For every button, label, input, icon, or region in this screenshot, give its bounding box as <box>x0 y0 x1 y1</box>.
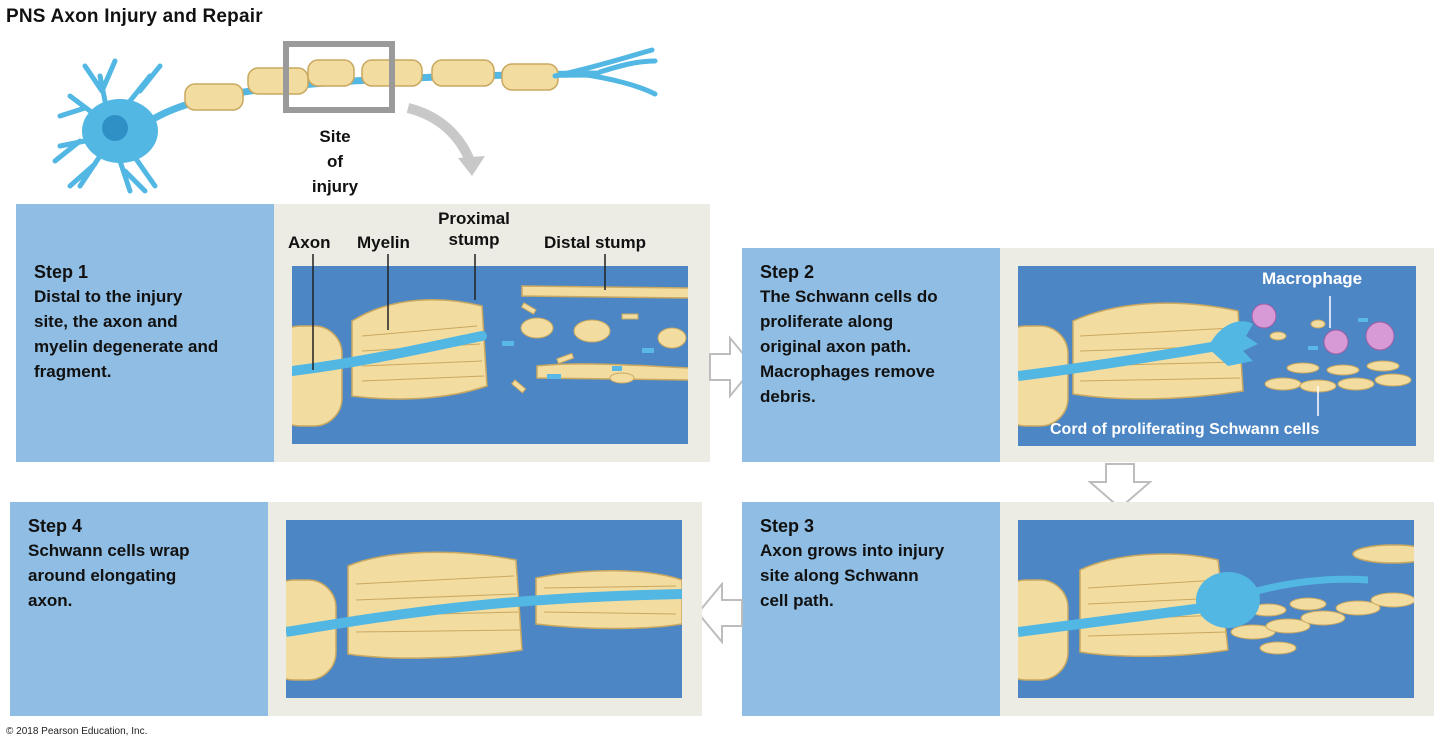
step-2-panel: Macrophage Cord of proliferating Schwann… <box>1018 266 1416 446</box>
step-2-illustration <box>1018 296 1412 427</box>
site-of-injury-label: Site of injury <box>300 124 370 199</box>
step-text-line: axon. <box>28 591 73 610</box>
label-proximal-stump: Proximal stump <box>428 208 520 250</box>
step-3-box: Step 3 Axon grows into injury site along… <box>742 502 1000 716</box>
step-4-illustration <box>286 551 682 681</box>
step-text-line: proliferate along <box>760 312 894 331</box>
label-line: Proximal <box>438 209 510 228</box>
neuron-overview-illustration <box>52 41 658 194</box>
step-3-panel <box>1018 520 1414 698</box>
copyright-notice: © 2018 Pearson Education, Inc. <box>6 726 148 737</box>
step-text-line: Distal to the injury <box>34 287 183 306</box>
step-text-line: debris. <box>760 387 816 406</box>
site-label-line: of <box>326 152 344 171</box>
label-macrophage: Macrophage <box>1262 269 1363 288</box>
step-3-illustration <box>1018 544 1414 681</box>
label-line: stump <box>448 230 500 249</box>
site-label-line: injury <box>311 177 359 196</box>
step-text-line: cell path. <box>760 591 834 610</box>
step-2-box: Step 2 The Schwann cells do proliferate … <box>742 248 1000 462</box>
step-title: Step 4 <box>28 516 83 536</box>
step-4-box: Step 4 Schwann cells wrap around elongat… <box>10 502 268 716</box>
step-4-panel <box>286 520 682 698</box>
step-text-line: The Schwann cells do <box>760 287 938 306</box>
step-1-leader-lines <box>312 254 606 370</box>
step-text-line: Axon grows into injury <box>760 541 945 560</box>
label-cord: Cord of proliferating Schwann cells <box>1050 421 1320 438</box>
nucleus <box>102 115 128 141</box>
step-text-line: site along Schwann <box>760 566 919 585</box>
label-myelin: Myelin <box>357 233 410 252</box>
step-text-line: around elongating <box>28 566 177 585</box>
step-text-line: site, the axon and <box>34 312 178 331</box>
step-title: Step 3 <box>760 516 815 536</box>
step-text-line: original axon path. <box>760 337 912 356</box>
step-1-panel <box>292 266 688 444</box>
step-text-line: Macrophages remove <box>760 362 935 381</box>
step-title: Step 1 <box>34 262 89 282</box>
arrow-step2-to-step3 <box>1088 463 1152 510</box>
step-1-box: Step 1 Distal to the injury site, the ax… <box>16 204 274 462</box>
step-1-illustration <box>292 285 688 427</box>
label-axon: Axon <box>288 233 331 252</box>
label-distal-stump: Distal stump <box>544 233 647 252</box>
site-label-line: Site <box>319 127 351 146</box>
step-text-line: myelin degenerate and <box>34 337 219 356</box>
step-text-line: Schwann cells wrap <box>28 541 190 560</box>
page-title: PNS Axon Injury and Repair <box>6 6 263 27</box>
step-title: Step 2 <box>760 262 815 282</box>
step-text-line: fragment. <box>34 362 112 381</box>
arrow-step3-to-step4 <box>696 582 743 644</box>
